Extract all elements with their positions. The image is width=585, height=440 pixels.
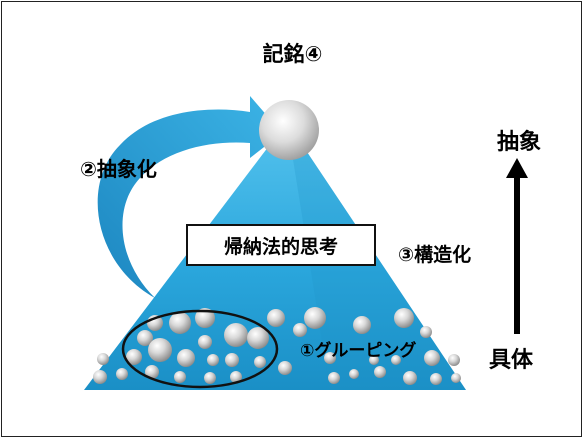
structuring-label: ③構造化 [398, 244, 472, 266]
abstraction-label: ②抽象化 [80, 157, 157, 181]
inductive-thinking-box: 帰納法的思考 [186, 224, 376, 266]
axis-label-abstract: 抽象 [497, 130, 542, 155]
axis-arrow-head [506, 158, 528, 178]
axis-label-concrete: 具体 [489, 348, 534, 373]
abstraction-arrow [97, 96, 283, 298]
top-sphere [259, 100, 319, 160]
grouping-ellipse [121, 309, 279, 389]
grouping-label: ①グルーピング [300, 341, 417, 361]
base-spheres [93, 307, 461, 385]
slide-title: 記銘④ [262, 42, 323, 66]
pyramid-shading [287, 122, 466, 390]
